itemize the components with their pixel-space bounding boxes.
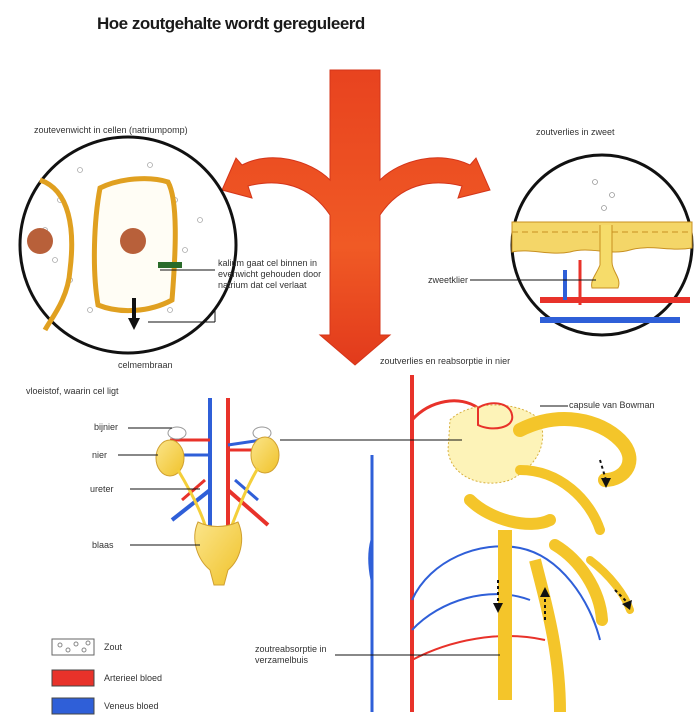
label-fluid: vloeistof, waarin cel ligt [26,386,119,397]
legend-swatches [52,639,94,714]
label-ureter: ureter [90,484,114,495]
sweat-circle [470,155,692,335]
label-potassium-note: kalium gaat cel binnen in evenwicht geho… [218,258,348,291]
label-adrenal: bijnier [94,422,118,433]
bladder-shape [195,522,242,585]
label-kidney-loss: zoutverlies en reabsorptie in nier [380,356,510,367]
label-reabsorption: zoutreabsorptie in verzamelbuis [255,644,335,666]
label-cell-balance: zoutevenwicht in cellen (natriumpomp) [34,125,188,136]
urinary-system [118,398,279,585]
kidney-right [251,437,279,473]
label-sweat-gland: zweetklier [428,275,468,286]
cell-nucleus-left [27,228,53,254]
regulation-arrow [222,70,490,365]
label-bladder: blaas [92,540,114,551]
legend-label-artery: Arterieel bloed [104,673,162,684]
page-title: Hoe zoutgehalte wordt gereguleerd [97,14,365,34]
label-sweat-loss: zoutverlies in zweet [536,127,615,138]
label-kidney: nier [92,450,107,461]
cell-balance-circle [20,137,236,353]
cell-nucleus-right [120,228,146,254]
legend-label-salt: Zout [104,642,122,653]
label-bowman: capsule van Bowman [569,400,655,411]
label-cell-membrane: celmembraan [118,360,173,371]
legend-label-vein: Veneus bloed [104,701,159,712]
